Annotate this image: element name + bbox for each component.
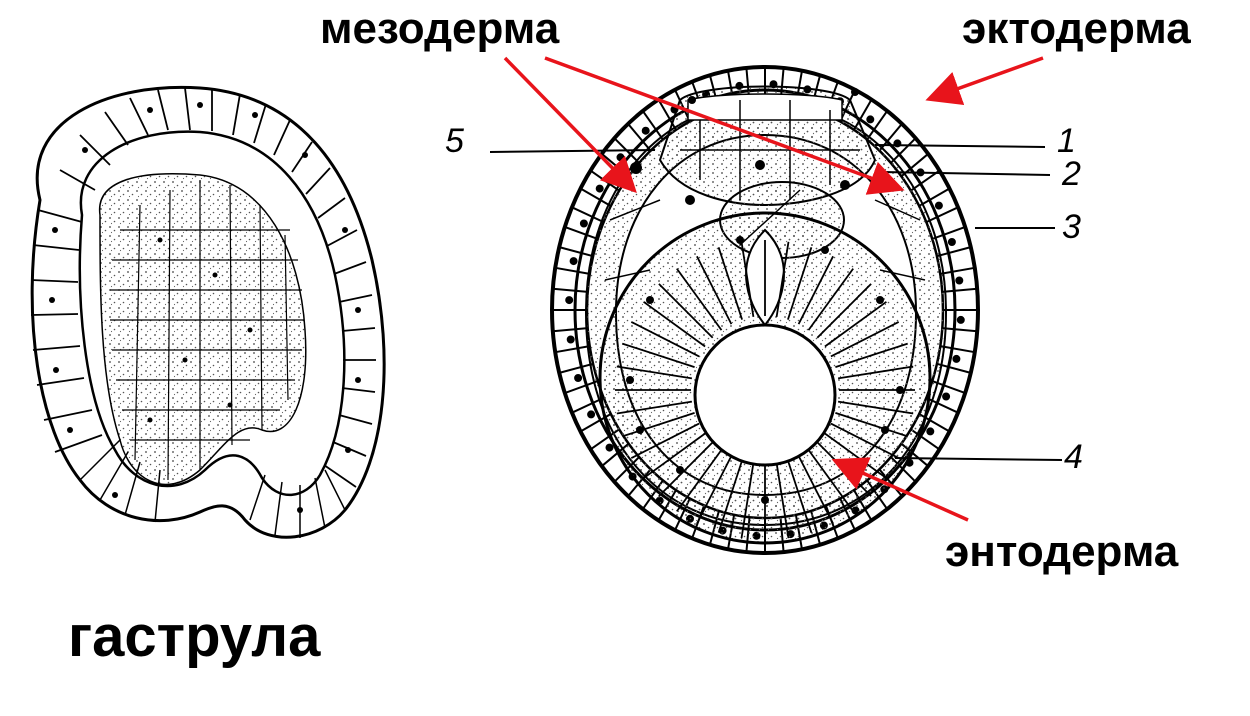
gut-lumen bbox=[695, 325, 835, 465]
number-3: 3 bbox=[1062, 210, 1081, 244]
ectoderm-nucleus bbox=[581, 221, 587, 227]
ectoderm-nucleus bbox=[607, 445, 613, 451]
ectoderm-nucleus bbox=[953, 356, 959, 362]
label-ectoderm: эктодерма bbox=[962, 7, 1191, 51]
ectoderm-nucleus bbox=[958, 317, 964, 323]
number-5: 5 bbox=[445, 124, 464, 158]
ectoderm-nucleus bbox=[575, 375, 581, 381]
ectoderm-nucleus bbox=[927, 428, 933, 434]
ectoderm-nucleus bbox=[571, 258, 577, 264]
label-endoderm: энтодерма bbox=[945, 530, 1178, 574]
number-1: 1 bbox=[1057, 124, 1076, 158]
ectoderm-nucleus bbox=[956, 278, 962, 284]
ectoderm-nucleus bbox=[588, 411, 594, 417]
ectoderm-nucleus bbox=[949, 239, 955, 245]
ectoderm-nucleus bbox=[936, 203, 942, 209]
ectoderm-nucleus bbox=[618, 154, 624, 160]
gastrula-figure bbox=[31, 87, 384, 538]
ectoderm-nucleus bbox=[867, 116, 873, 122]
cross-section-figure bbox=[490, 67, 1062, 553]
number-2: 2 bbox=[1062, 157, 1081, 191]
ectoderm-nucleus bbox=[597, 186, 603, 192]
number-4: 4 bbox=[1064, 440, 1083, 474]
arrow-ectoderm bbox=[932, 58, 1043, 98]
label-mesoderm: мезодерма bbox=[320, 7, 559, 51]
ectoderm-nucleus bbox=[568, 337, 574, 343]
ectoderm-nucleus bbox=[943, 394, 949, 400]
arrow-mesoderm-left bbox=[505, 58, 632, 188]
ectoderm-nucleus bbox=[566, 297, 572, 303]
ectoderm-nucleus bbox=[643, 128, 649, 134]
caption-gastrula: гаструла bbox=[68, 598, 338, 676]
